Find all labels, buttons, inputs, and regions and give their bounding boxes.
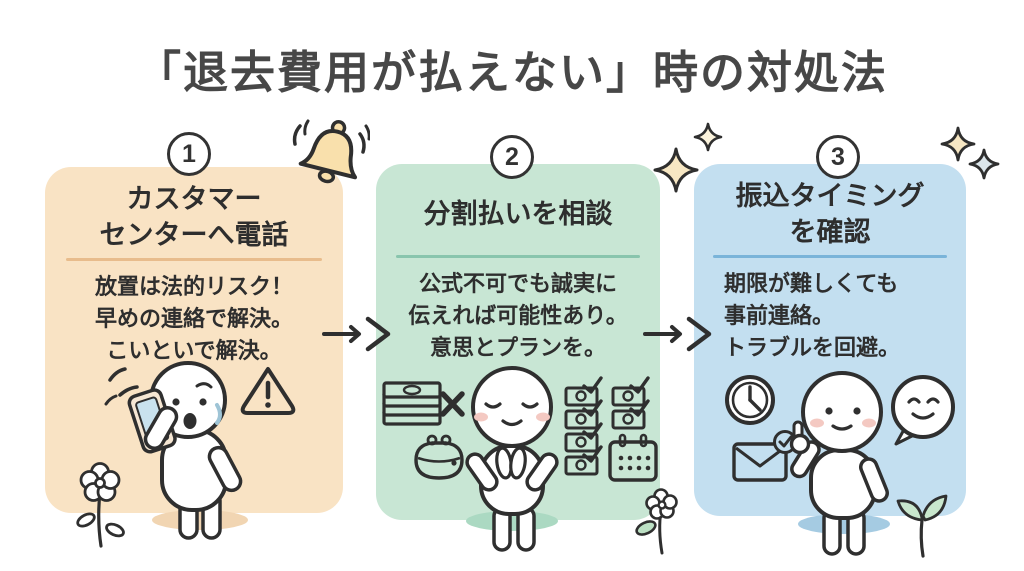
smiley-speech-bubble-icon <box>891 375 955 446</box>
arrow-right-icon <box>643 316 712 352</box>
divider <box>713 255 947 258</box>
sparkle-icon <box>653 122 723 193</box>
step-number-3: 3 <box>816 135 860 179</box>
panel-body: 期限が難しくても 事前連絡。 トラブルを回避。 <box>724 271 901 360</box>
sparkle-icon <box>940 126 1000 180</box>
character-shadow <box>152 510 248 530</box>
flower-icon <box>635 488 678 555</box>
panel-title: カスタマー センターへ電話 <box>99 184 289 250</box>
character-shadow <box>798 514 890 534</box>
arrow-right-icon <box>322 316 391 352</box>
calendar-icon <box>608 433 658 482</box>
sprout-icon <box>896 494 948 558</box>
divider <box>65 258 323 261</box>
panel-title: 振込タイミング を確認 <box>735 181 925 247</box>
mail-check-icon <box>732 430 797 482</box>
bell-icon <box>292 119 370 184</box>
divider <box>395 255 641 258</box>
panel-title: 分割払いを相談 <box>423 199 613 230</box>
panel-body: 公式不可でも誠実に 伝えれば可能性あり。 意思とプランを。 <box>408 271 628 360</box>
step-number-2: 2 <box>490 135 534 179</box>
warning-triangle-icon <box>240 367 296 415</box>
step-number-1: 1 <box>167 132 211 176</box>
page-title: 「退去費用が払えない」時の対処法 <box>135 47 888 98</box>
money-stack-icon <box>382 381 465 426</box>
bill-check-icon <box>564 376 650 476</box>
flower-icon <box>76 462 125 548</box>
illustration-pointing-character <box>725 371 955 558</box>
clock-icon <box>725 375 775 425</box>
panel-body: 放置は法的リスク！ 早めの連絡で解決。 こいといで解決。 <box>94 274 293 363</box>
coin-purse-icon <box>414 434 464 480</box>
panel-call-customer-center: カスタマー センターへ電話 放置は法的リスク！ 早めの連絡で解決。 こいといで解… <box>45 167 343 513</box>
illustration-praying-character <box>382 366 678 555</box>
illustration-worried-caller <box>76 361 296 548</box>
